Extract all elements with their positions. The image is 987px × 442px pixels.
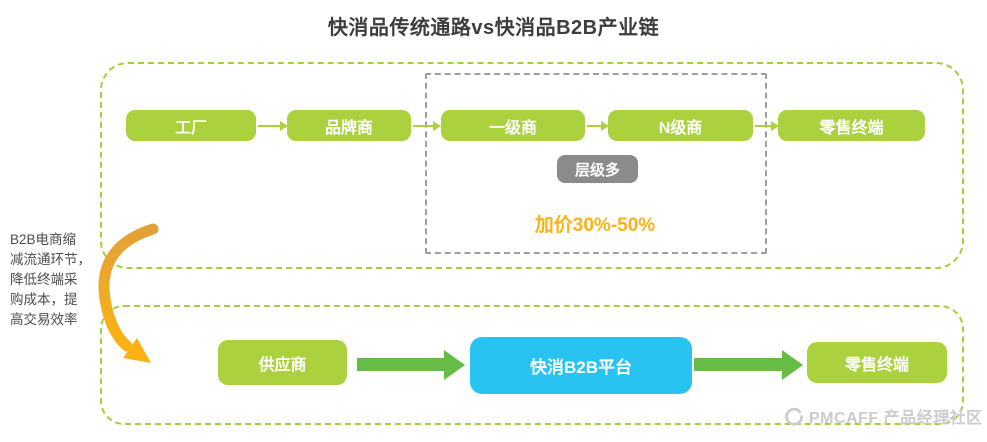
flow-arrow-icon xyxy=(587,121,609,131)
watermark: PMCAFF 产品经理社区 xyxy=(782,403,983,429)
note-line: B2B电商缩 xyxy=(10,232,77,247)
note-line: 高交易效率 xyxy=(10,312,78,327)
markup-percentage-note: 加价30%-50% xyxy=(534,215,656,236)
node-b2b-platform: 快消B2B平台 xyxy=(470,337,692,394)
thick-flow-arrow-icon xyxy=(694,350,803,380)
b2b-benefit-note: B2B电商缩 减流通环节， 降低终端采 购成本，提 高交易效率 xyxy=(10,230,110,330)
page-title: 快消品传统通路vs快消品B2B产业链 xyxy=(327,17,660,39)
note-line: 减流通环节， xyxy=(10,252,91,267)
node-factory: 工厂 xyxy=(126,110,256,141)
node-supplier: 供应商 xyxy=(218,340,347,385)
flow-arrow-icon xyxy=(413,121,441,131)
flow-arrow-icon xyxy=(755,121,779,131)
note-line: 购成本，提 xyxy=(10,292,78,307)
b2b-chain-container xyxy=(100,305,964,425)
thick-flow-arrow-icon xyxy=(357,350,465,380)
note-line: 降低终端采 xyxy=(10,272,78,287)
node-retail-terminal: 零售终端 xyxy=(778,110,925,141)
flow-arrow-icon xyxy=(258,121,288,131)
pmcaff-logo-icon xyxy=(785,407,803,426)
node-tierN-distributor: N级商 xyxy=(608,110,753,141)
middlemen-highlight-box xyxy=(425,73,767,254)
curved-down-arrow-icon xyxy=(98,223,159,363)
node-retail-terminal-b2b: 零售终端 xyxy=(807,342,947,383)
many-levels-badge: 层级多 xyxy=(557,155,638,183)
node-brand: 品牌商 xyxy=(287,110,411,141)
node-tier1-distributor: 一级商 xyxy=(441,110,585,141)
watermark-text: PMCAFF 产品经理社区 xyxy=(809,410,983,427)
traditional-chain-container xyxy=(100,62,964,269)
